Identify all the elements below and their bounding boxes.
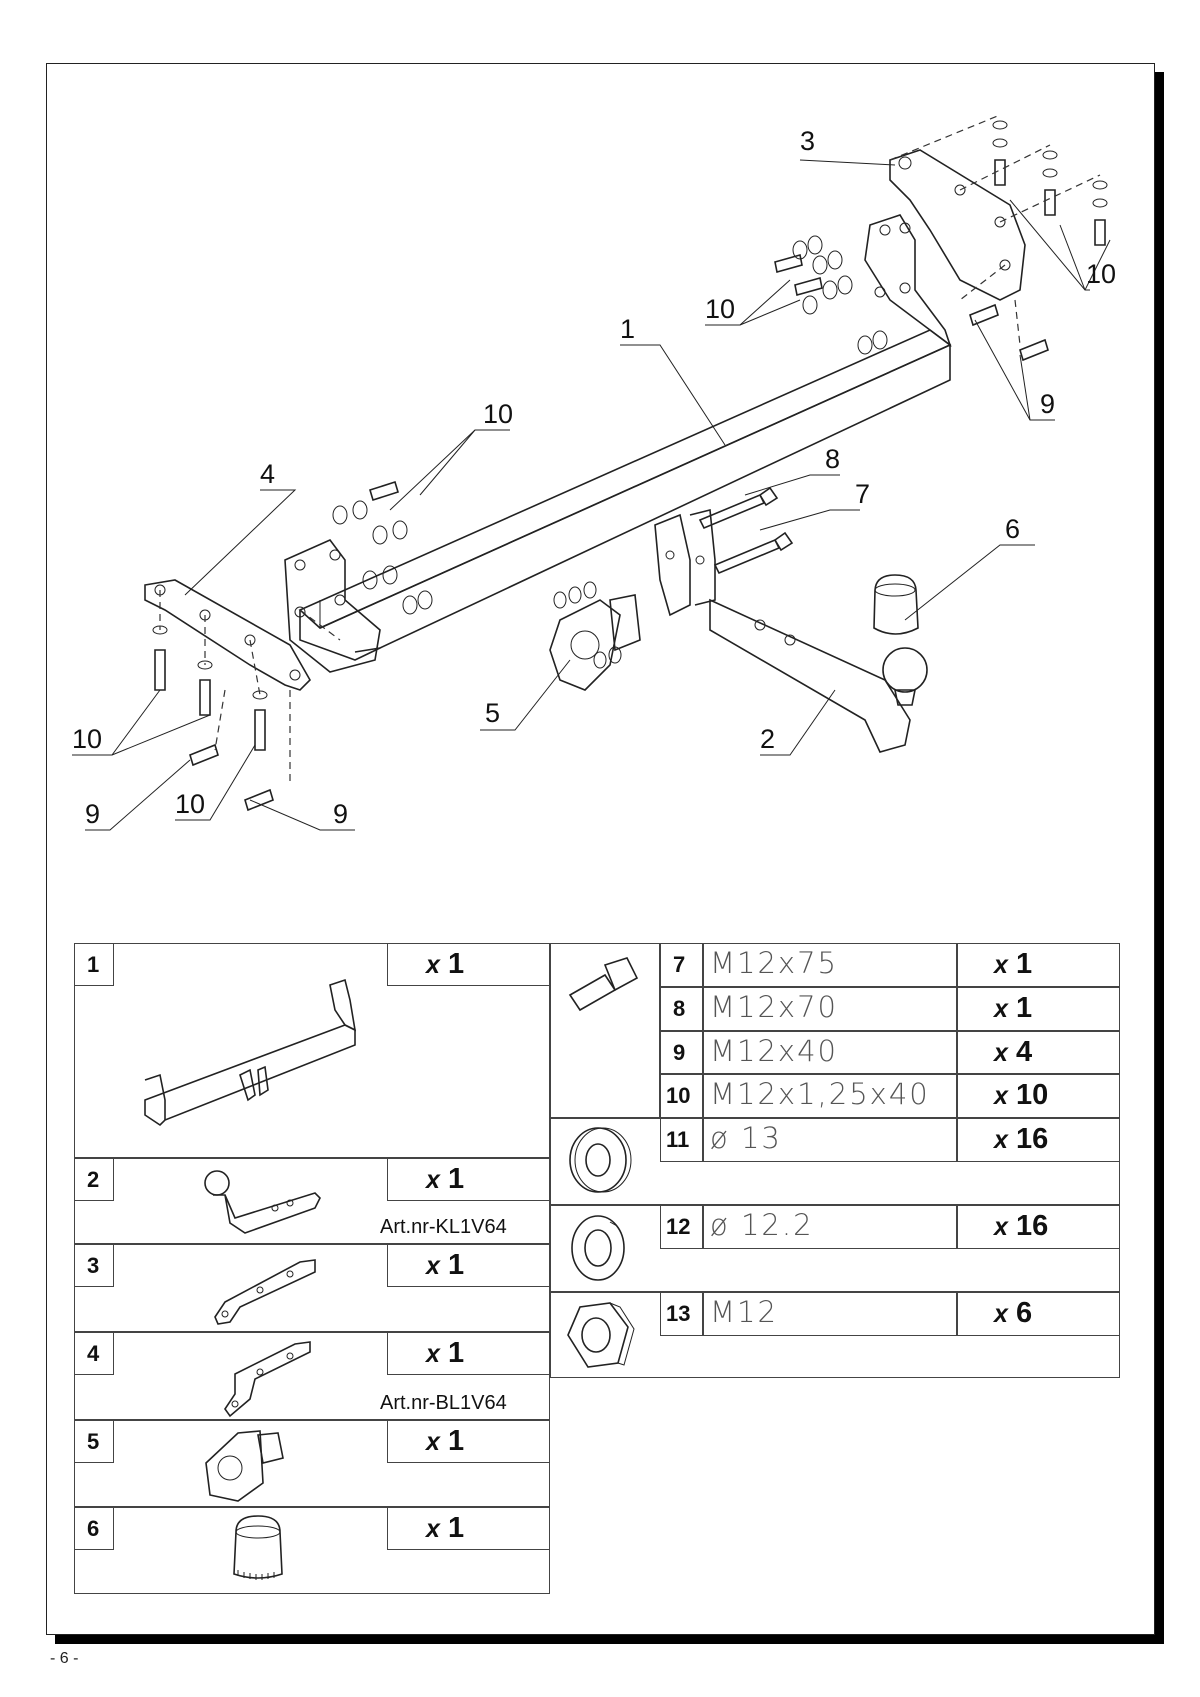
part-spec-12: ø 12.2: [703, 1205, 957, 1249]
bracket-left-part: [144, 579, 311, 691]
part-qty-1: x 1: [387, 943, 550, 986]
part-qty-3: x 1: [387, 1244, 550, 1287]
part-number-11: 11: [660, 1118, 703, 1162]
part-number-7: 7: [660, 943, 703, 987]
crossbar-part: [284, 214, 952, 673]
socket-plate-thumbnail: [205, 1430, 284, 1502]
part-number-12: 12: [660, 1205, 703, 1249]
callout-5: 5: [485, 698, 500, 728]
part-number-3: 3: [74, 1244, 114, 1287]
part-number-5: 5: [74, 1420, 114, 1463]
ball-neck-part: [709, 598, 928, 753]
callout-7: 7: [855, 479, 870, 509]
part-spec-9: M12x40: [703, 1031, 957, 1074]
part-row-4: [74, 1332, 550, 1420]
ball-neck-thumbnail: [204, 1170, 321, 1234]
part-number-10: 10: [660, 1074, 703, 1118]
bracket-right-part: [889, 149, 1026, 301]
leader-lines: [72, 159, 1111, 831]
callout-9-left: 9: [85, 799, 100, 829]
part-qty-8: x 1: [957, 987, 1120, 1031]
callout-10-left: 10: [72, 724, 102, 754]
part-spec-13: M12: [703, 1292, 957, 1336]
part-qty-2: x 1: [387, 1158, 550, 1201]
callout-1: 1: [620, 314, 635, 344]
part-qty-6: x 1: [387, 1507, 550, 1550]
callout-9-lower: 9: [333, 799, 348, 829]
cap-thumbnail: [233, 1515, 283, 1580]
bolt-image-cell: [550, 943, 660, 1118]
part-number-4: 4: [74, 1332, 114, 1375]
part-number-8: 8: [660, 987, 703, 1031]
alignment-lines: [159, 114, 1101, 785]
part-qty-7: x 1: [957, 943, 1120, 987]
part-article-4: Art.nr-BL1V64: [380, 1392, 507, 1414]
socket-plate-part: [549, 594, 641, 691]
part-qty-9: x 4: [957, 1031, 1120, 1074]
part-number-13: 13: [660, 1292, 703, 1336]
fastener-groups: [152, 120, 1108, 812]
spring-washer-icon: [571, 1215, 625, 1281]
callout-10-right: 10: [1086, 259, 1116, 289]
callout-3: 3: [800, 126, 815, 156]
nut-icon: [567, 1302, 635, 1368]
part-article-2: Art.nr-KL1V64: [380, 1216, 507, 1238]
crossbar-thumbnail: [144, 978, 357, 1127]
exploded-assembly-diagram: 3 1 4 5 6 2 7 8 10 10 9 10 10 9 10 9: [72, 114, 1116, 831]
part-spec-10: M12x1,25x40: [703, 1074, 957, 1118]
bracket-left-thumbnail: [224, 1341, 311, 1418]
callout-6: 6: [1005, 514, 1020, 544]
callout-10-lower: 10: [175, 789, 205, 819]
part-spec-7: M12x75: [703, 943, 957, 987]
callout-2: 2: [760, 724, 775, 754]
part-qty-12: x 16: [957, 1205, 1120, 1249]
callout-labels: 3 1 4 5 6 2 7 8 10 10 9 10 10 9 10 9: [72, 126, 1116, 829]
part-qty-13: x 6: [957, 1292, 1120, 1336]
part-qty-4: x 1: [387, 1332, 550, 1375]
part-number-1: 1: [74, 943, 114, 986]
ball-cap-part: [873, 574, 919, 635]
washer-icon: [569, 1127, 632, 1193]
part-qty-5: x 1: [387, 1420, 550, 1463]
bolts-7-8: [698, 486, 794, 575]
callout-4: 4: [260, 459, 275, 489]
callout-10-upper: 10: [705, 294, 735, 324]
page-number: - 6 -: [50, 1650, 79, 1667]
part-number-9: 9: [660, 1031, 703, 1074]
callout-8: 8: [825, 444, 840, 474]
bolt-icon: [568, 957, 639, 1012]
part-qty-10: x 10: [957, 1074, 1120, 1118]
part-spec-8: M12x70: [703, 987, 957, 1031]
callout-9-right: 9: [1040, 389, 1055, 419]
part-qty-11: x 16: [957, 1118, 1120, 1162]
part-spec-11: ø 13: [703, 1118, 957, 1162]
callout-10-middle: 10: [483, 399, 513, 429]
bracket-right-thumbnail: [214, 1259, 316, 1325]
part-number-2: 2: [74, 1158, 114, 1201]
part-number-6: 6: [74, 1507, 114, 1550]
